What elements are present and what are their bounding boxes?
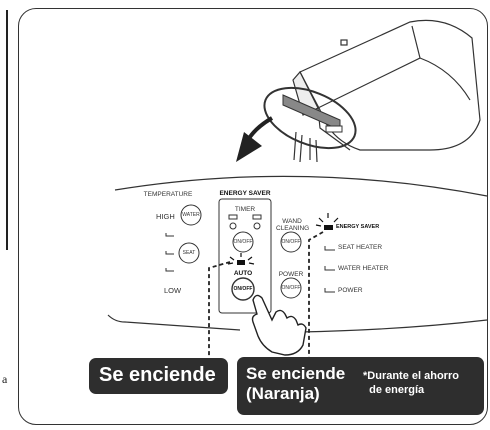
timer-label: TIMER	[234, 206, 256, 213]
temperature-level-indicators	[165, 233, 174, 272]
seat-button-label[interactable]: SEAT	[182, 250, 196, 256]
power-on-off-label[interactable]: ON/OFF	[281, 285, 301, 291]
callout-lights-on-orange-text: Se enciende (Naranja)	[246, 364, 346, 403]
dashed-leader-lines	[208, 231, 324, 358]
page-letter: a	[2, 372, 8, 386]
toilet-seat-unit	[292, 19, 481, 151]
wand-cleaning-button	[280, 231, 302, 253]
wand-cleaning-label: WAND CLEANING	[276, 218, 310, 232]
energy-saver-box	[218, 198, 272, 314]
seat-logo-mark	[340, 39, 348, 46]
panel-outline-top	[114, 175, 488, 197]
temperature-label: TEMPERATURE	[143, 191, 193, 198]
power-label: POWER	[278, 271, 304, 278]
energy-saver-lit-indicator	[315, 213, 339, 230]
indicator-energy-saver-label: ENERGY SAVER	[336, 224, 380, 230]
magnify-ellipse	[263, 86, 357, 150]
low-label: LOW	[164, 286, 182, 295]
auto-label: AUTO	[233, 270, 253, 277]
toilet-seat-body	[299, 19, 481, 151]
callout-lights-on-orange: Se enciende (Naranja) *Durante el ahorro…	[237, 357, 484, 415]
energy-saver-title: ENERGY SAVER	[219, 190, 271, 197]
auto-lit-indicator	[227, 253, 255, 265]
wand-on-off-label[interactable]: ON/OFF	[281, 239, 301, 245]
timer-indicators	[228, 214, 262, 230]
timer-on-off-label[interactable]: ON/OFF	[233, 239, 253, 245]
callout-lights-on-text: Se enciende	[99, 364, 216, 386]
water-button-label[interactable]: WATER	[182, 212, 200, 218]
seat-button	[178, 242, 200, 264]
auto-on-off-button	[231, 277, 255, 301]
water-heater-label: WATER HEATER	[338, 265, 389, 272]
timer-on-off-button	[232, 231, 254, 253]
right-indicator-lamps	[324, 246, 335, 293]
callout-energy-saving-note: *Durante el ahorro de energía	[363, 370, 459, 396]
unit-side-panel	[282, 94, 343, 133]
page-margin-rule	[6, 10, 8, 250]
callout-lights-on: Se enciende	[89, 358, 228, 394]
power-button	[280, 277, 302, 299]
mounting-bolts	[293, 131, 318, 163]
high-label: HIGH	[156, 212, 175, 221]
hand-pointer-icon	[251, 294, 307, 356]
pointer-arrow-line	[246, 116, 274, 142]
pointer-arrow-head	[236, 132, 262, 162]
seat-heater-label: SEAT HEATER	[338, 244, 383, 251]
water-button	[180, 204, 202, 226]
indicator-power-label: POWER	[338, 287, 363, 294]
panel-outline-bottom	[107, 314, 488, 333]
auto-on-off-label[interactable]: ON/OFF	[233, 286, 253, 292]
